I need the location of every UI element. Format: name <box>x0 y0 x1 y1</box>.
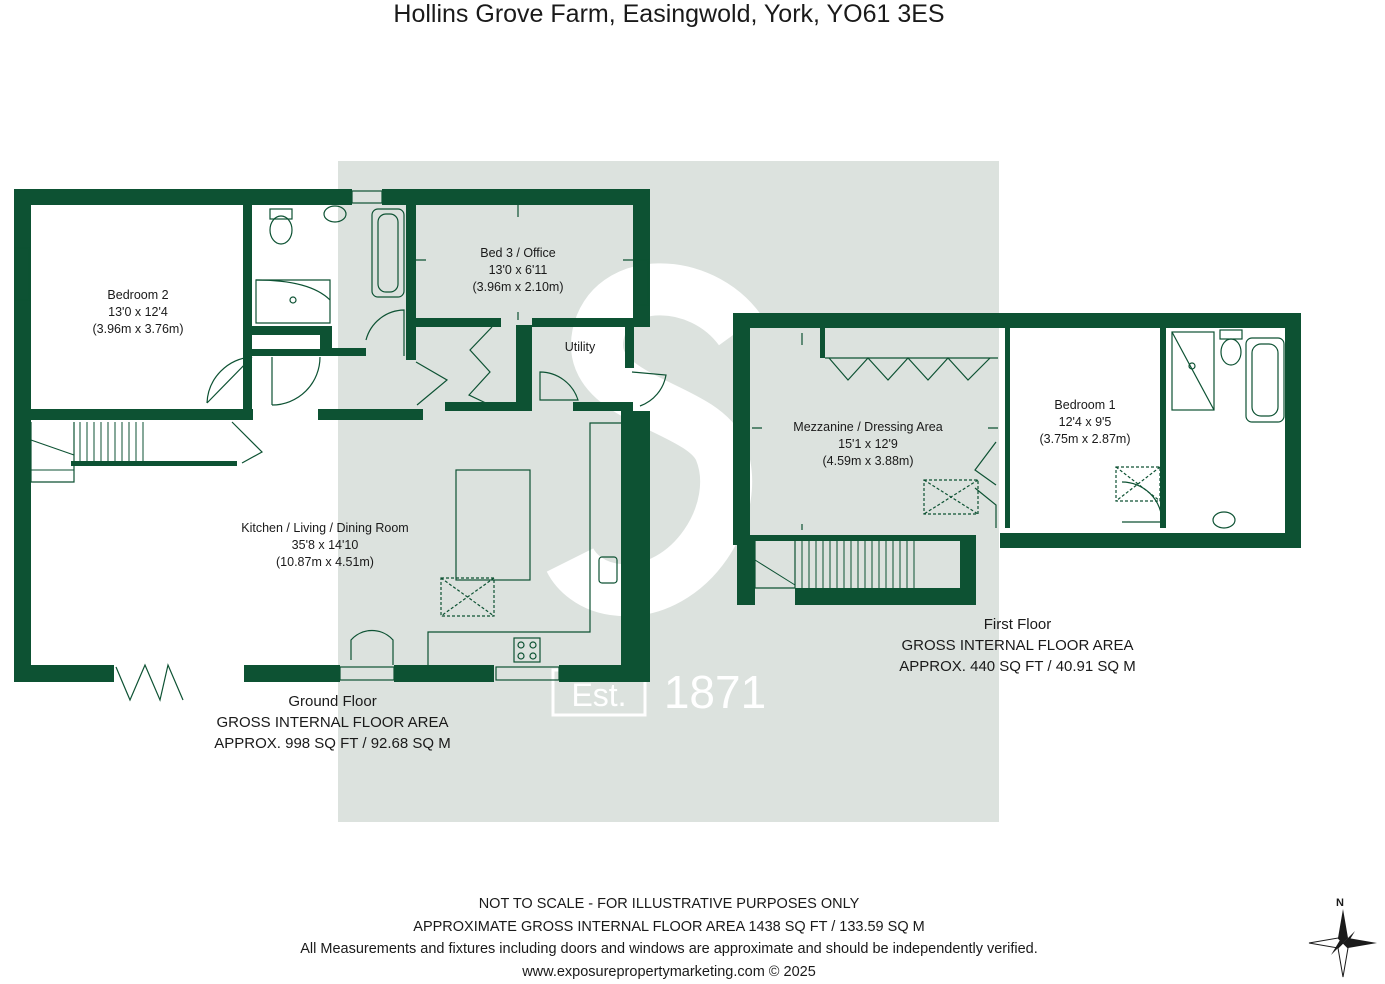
compass-label: N <box>1336 897 1344 909</box>
footer-website: www.exposurepropertymarketing.com © 2025 <box>522 963 816 980</box>
footer-disclaimer: NOT TO SCALE - FOR ILLUSTRATIVE PURPOSES… <box>478 896 860 912</box>
first-floor-summary: First Floor GROSS INTERNAL FLOOR AREA AP… <box>865 614 1170 677</box>
room-imperial: 13'0 x 12'4 <box>108 305 168 319</box>
room-metric: (10.87m x 4.51m) <box>276 555 374 569</box>
footer-total-area: APPROXIMATE GROSS INTERNAL FLOOR AREA 14… <box>413 918 925 935</box>
room-name: Bedroom 1 <box>1054 398 1116 412</box>
room-label-bedroom-2: Bedroom 2 13'0 x 12'4 (3.96m x 3.76m) <box>58 287 218 338</box>
watermark-est-text: Est. <box>571 677 626 713</box>
room-label-mezzanine: Mezzanine / Dressing Area 15'1 x 12'9 (4… <box>768 419 968 470</box>
ground-floor-walls <box>14 189 650 682</box>
room-imperial: 12'4 x 9'5 <box>1058 415 1112 429</box>
compass-rose-icon <box>1308 909 1377 978</box>
room-label-kitchen: Kitchen / Living / Dining Room 35'8 x 14… <box>205 520 445 571</box>
footer: NOT TO SCALE - FOR ILLUSTRATIVE PURPOSES… <box>0 893 1338 983</box>
room-name: Bed 3 / Office <box>480 246 556 260</box>
room-name: Kitchen / Living / Dining Room <box>241 521 409 535</box>
floor-area: APPROX. 440 SQ FT / 40.91 SQ M <box>899 658 1136 675</box>
room-metric: (3.96m x 3.76m) <box>92 322 184 336</box>
floor-label: Ground Floor <box>288 693 377 710</box>
watermark-logo <box>546 263 762 617</box>
room-metric: (3.75m x 2.87m) <box>1039 432 1131 446</box>
room-label-bed-3-office: Bed 3 / Office 13'0 x 6'11 (3.96m x 2.10… <box>438 245 598 296</box>
room-name: Mezzanine / Dressing Area <box>793 420 943 434</box>
room-imperial: 13'0 x 6'11 <box>488 263 548 277</box>
room-name: Utility <box>564 340 596 354</box>
room-imperial: 15'1 x 12'9 <box>838 437 898 451</box>
ground-floor-fixtures <box>15 190 667 702</box>
room-imperial: 35'8 x 14'10 <box>291 538 359 552</box>
room-label-bedroom-1: Bedroom 1 12'4 x 9'5 (3.75m x 2.87m) <box>1010 397 1160 448</box>
room-label-utility: Utility <box>540 339 620 356</box>
floor-area-title: GROSS INTERNAL FLOOR AREA <box>901 637 1134 654</box>
watermark-year-text: 1871 <box>664 666 766 718</box>
floor-label: First Floor <box>983 616 1052 633</box>
footer-note: All Measurements and fixtures including … <box>300 941 1038 957</box>
room-name: Bedroom 2 <box>107 288 169 302</box>
ground-floor-summary: Ground Floor GROSS INTERNAL FLOOR AREA A… <box>180 691 485 754</box>
floor-area-title: GROSS INTERNAL FLOOR AREA <box>216 714 449 731</box>
room-metric: (4.59m x 3.88m) <box>822 454 914 468</box>
floor-area: APPROX. 998 SQ FT / 92.68 SQ M <box>214 735 451 752</box>
watermark-est-badge: Est. 1871 <box>551 666 766 718</box>
room-metric: (3.96m x 2.10m) <box>472 280 564 294</box>
page-title: Hollins Grove Farm, Easingwold, York, YO… <box>393 0 945 28</box>
first-floor-walls <box>733 313 1301 605</box>
first-floor-fixtures <box>752 329 1285 589</box>
